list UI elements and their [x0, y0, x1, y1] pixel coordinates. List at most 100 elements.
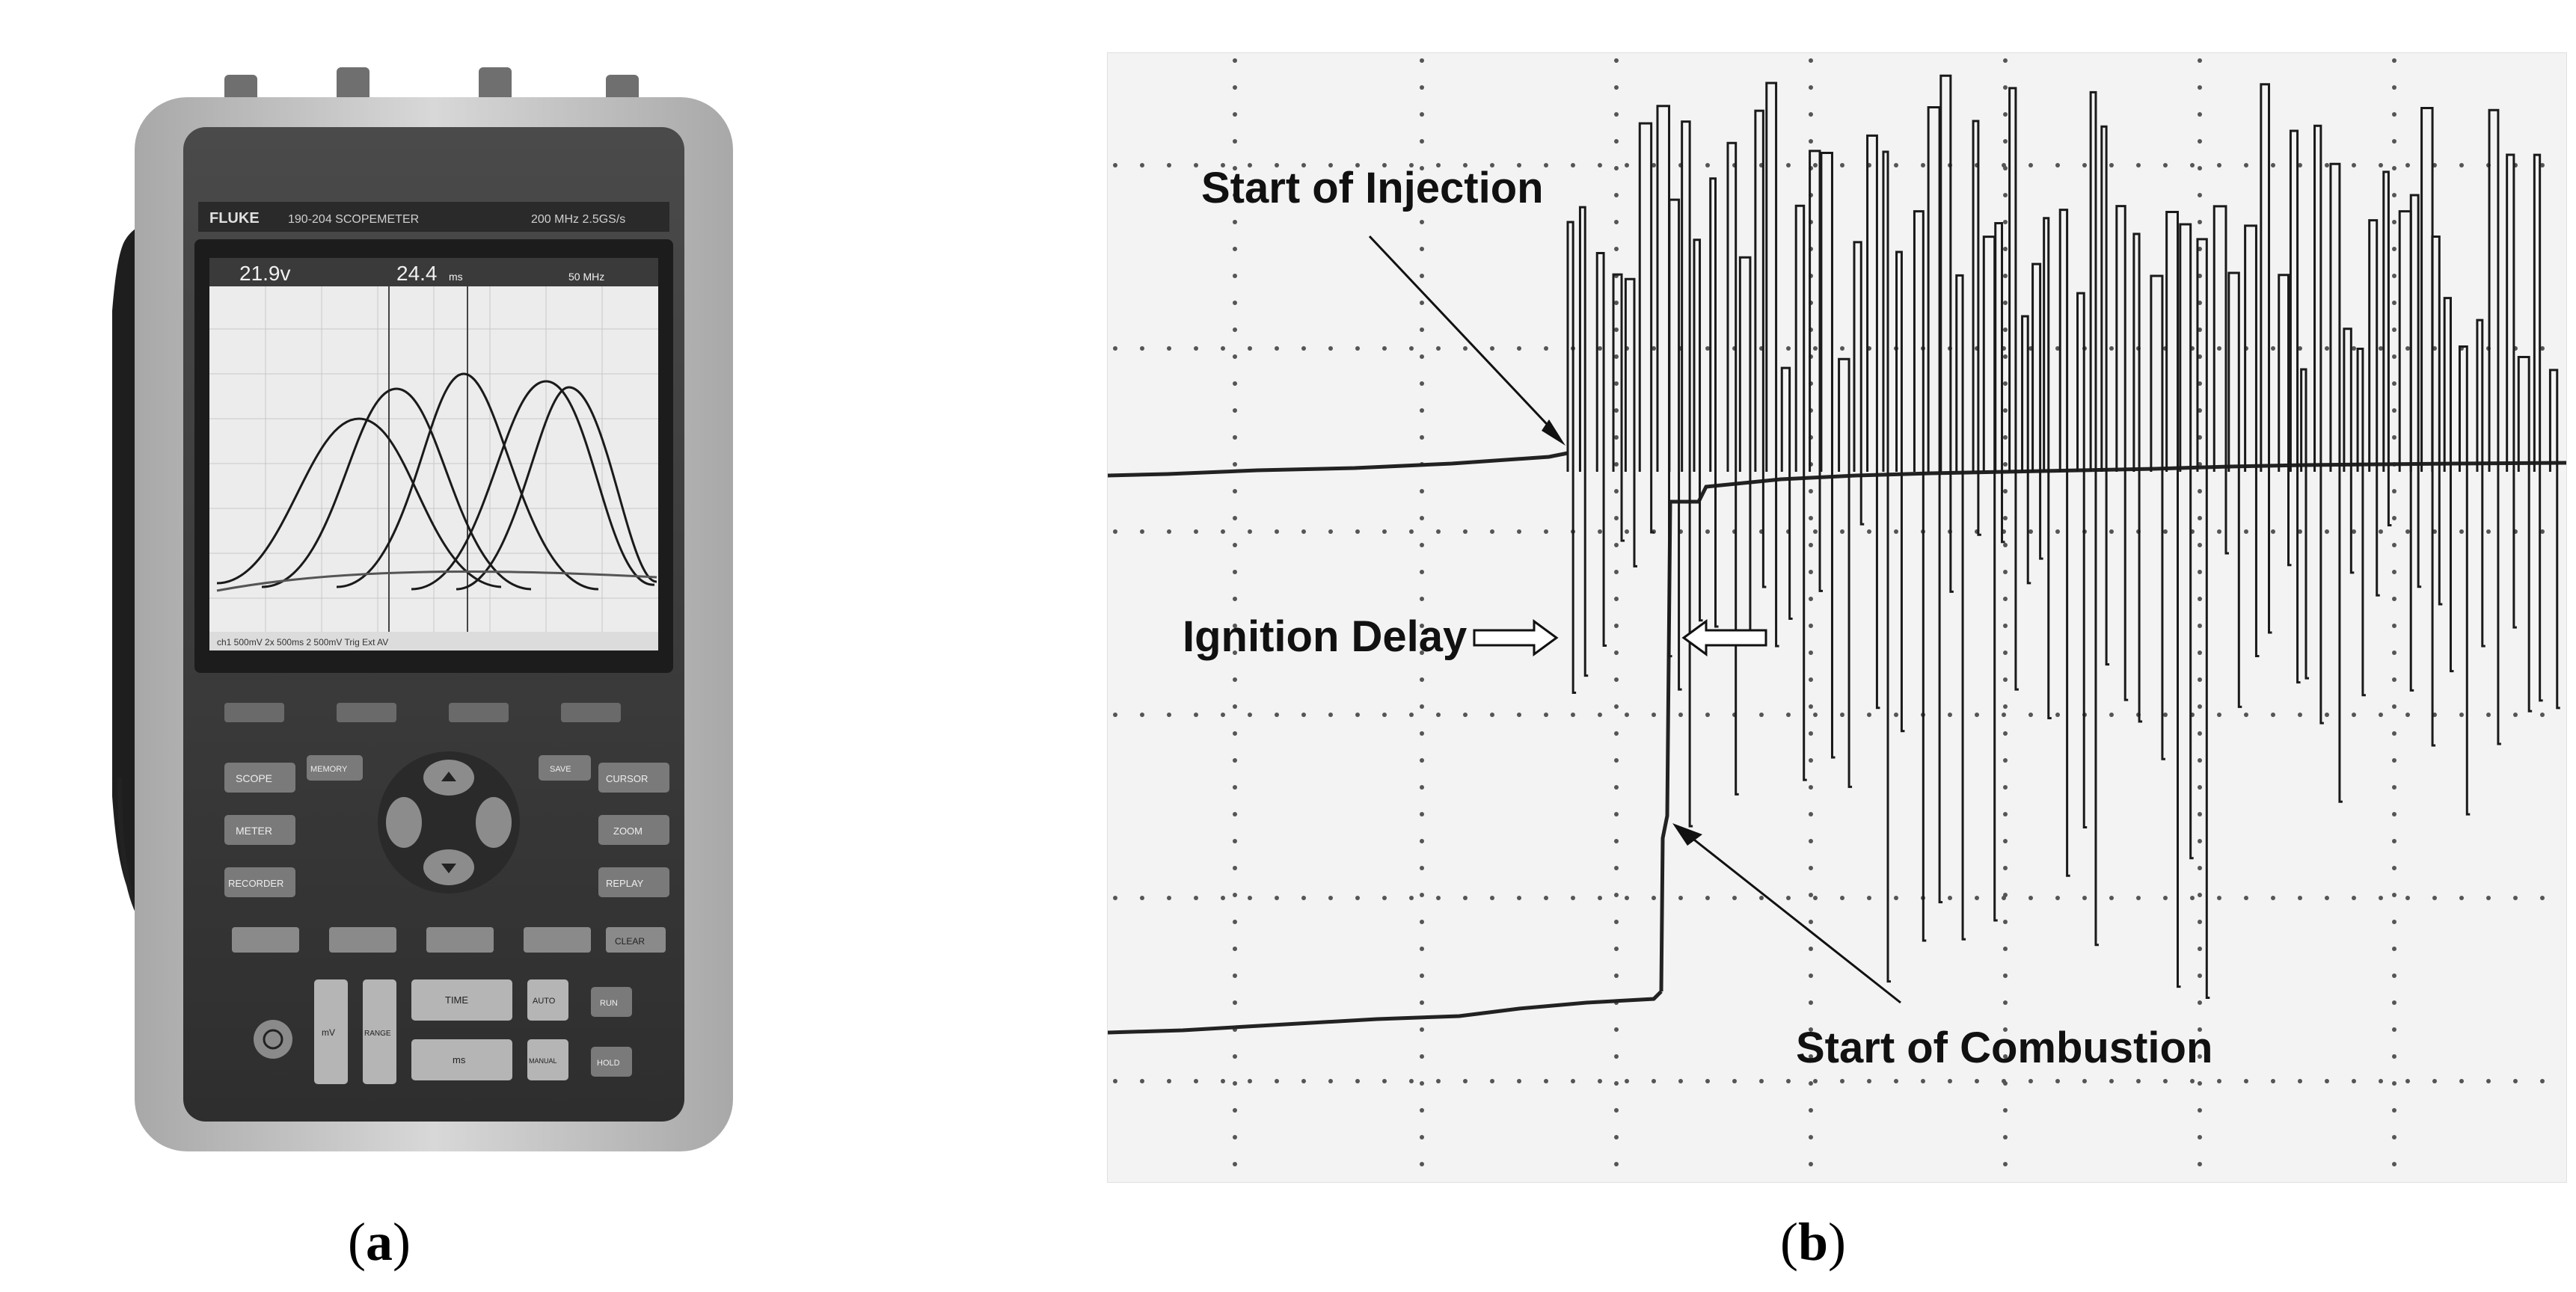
noise-spike: [2227, 271, 2242, 708]
hold-key[interactable]: [591, 1047, 632, 1077]
noise-spike: [1668, 198, 1682, 691]
arrow-start-of-injection: [1368, 235, 1558, 436]
noise-spike: [2278, 274, 2292, 567]
noise-spike: [1780, 366, 1793, 620]
run-key-label: RUN: [600, 999, 618, 1008]
f4-key[interactable]: [561, 703, 621, 722]
mv-key[interactable]: [314, 979, 348, 1084]
memory-key[interactable]: [307, 755, 363, 781]
arrow-left-button[interactable]: [386, 797, 422, 848]
auto-key[interactable]: [527, 979, 568, 1021]
label-start-of-injection: Start of Injection: [1201, 164, 1544, 212]
noise-spike: [1693, 239, 1703, 622]
noise-spike: [1809, 150, 1824, 592]
noise-spike: [2409, 194, 2422, 588]
time-key-label: TIME: [445, 994, 468, 1006]
noise-spike: [1578, 206, 1589, 677]
noise-spike: [2382, 170, 2392, 527]
recorder-key-label: RECORDER: [228, 878, 283, 889]
mv-key-label: mV: [322, 1027, 335, 1038]
noise-spike: [2212, 205, 2229, 555]
channel-keys: [232, 927, 666, 953]
combustion-rise: [1659, 461, 2566, 992]
replay-key[interactable]: [598, 867, 669, 897]
ms-key[interactable]: [411, 1039, 512, 1080]
oscilloscope-photo: FLUKE 190-204 SCOPEMETER 200 MHz 2.5GS/s…: [106, 45, 748, 1181]
combustion-trace: Start of Injection Ignition Delay Start …: [1108, 58, 2566, 1166]
caption-a-close: ): [392, 1212, 411, 1272]
noise-spike: [2356, 348, 2366, 697]
scope-key[interactable]: [224, 763, 295, 793]
screen-readout-voltage: 21.9v: [239, 262, 291, 285]
noise-spike: [2196, 238, 2210, 999]
noise-spike: [2431, 235, 2443, 606]
noise-spike: [2329, 162, 2343, 803]
memory-key-label: MEMORY: [310, 765, 348, 774]
noise-spike: [1738, 256, 1753, 645]
noise-spike: [2043, 217, 2052, 720]
noise-spike: [1913, 210, 1927, 942]
screen-grid: [209, 286, 658, 632]
ignition-delay-right-arrow-icon: [1681, 619, 1767, 656]
label-ignition-delay: Ignition Delay: [1183, 612, 1467, 661]
range-key[interactable]: [363, 979, 396, 1084]
noise-spike: [1681, 120, 1693, 828]
noise-spike: [2476, 319, 2485, 647]
manual-key-label: MANUAL: [529, 1057, 557, 1065]
injection-noise-spikes: [1566, 74, 2560, 999]
channel-b-key[interactable]: [329, 927, 396, 953]
run-key[interactable]: [591, 987, 632, 1017]
noise-spike: [2420, 106, 2436, 747]
manual-key[interactable]: [527, 1039, 568, 1080]
noise-spike: [1726, 141, 1739, 796]
noise-spike: [2150, 274, 2165, 760]
noise-spike: [2076, 292, 2088, 828]
oscilloscope-illustration: FLUKE 190-204 SCOPEMETER 200 MHz 2.5GS/s…: [106, 67, 733, 1151]
clear-key[interactable]: [606, 927, 666, 953]
channel-a-key[interactable]: [232, 927, 299, 953]
noise-spike: [1595, 252, 1607, 647]
range-key-label: RANGE: [364, 1030, 391, 1038]
noise-spike: [2313, 124, 2324, 725]
noise-spike: [1972, 120, 1981, 536]
caption-a: (a): [348, 1211, 411, 1273]
noise-spike: [1754, 109, 1767, 588]
noise-spike: [2058, 209, 2070, 877]
cursor-key[interactable]: [598, 763, 669, 793]
combustion-trace-panel: Start of Injection Ignition Delay Start …: [1107, 52, 2567, 1183]
power-button[interactable]: [254, 1020, 292, 1059]
noise-spike: [2533, 153, 2543, 702]
f2-key[interactable]: [337, 703, 396, 722]
noise-spike: [1820, 152, 1836, 759]
hold-key-label: HOLD: [597, 1059, 620, 1068]
noise-spike: [2548, 369, 2560, 710]
noise-spike: [2343, 327, 2355, 574]
device-brand: FLUKE: [209, 210, 260, 227]
recorder-key[interactable]: [224, 867, 295, 897]
noise-spike: [1794, 204, 1807, 781]
channel-d-key[interactable]: [524, 927, 591, 953]
noise-spike: [2115, 205, 2129, 701]
device-spec: 200 MHz 2.5GS/s: [531, 213, 625, 226]
zoom-key[interactable]: [598, 815, 669, 845]
screen-readout-time: 24.4: [396, 262, 438, 285]
f1-key[interactable]: [224, 703, 284, 722]
noise-spike: [1866, 134, 1880, 710]
noise-spike: [1624, 277, 1637, 567]
meter-key[interactable]: [224, 815, 295, 845]
function-keys: [224, 703, 621, 722]
noise-spike: [1656, 105, 1672, 658]
noise-spike: [2100, 125, 2110, 666]
noise-spike: [1838, 357, 1853, 788]
time-key[interactable]: [411, 979, 512, 1021]
auto-key-label: AUTO: [533, 997, 556, 1006]
noise-spike: [1765, 81, 1779, 647]
noise-spike: [2488, 108, 2501, 745]
channel-c-key[interactable]: [426, 927, 494, 953]
noise-spike: [2289, 129, 2301, 684]
noise-spike: [2517, 356, 2533, 713]
f3-key[interactable]: [449, 703, 509, 722]
arrow-right-button[interactable]: [476, 797, 512, 848]
noise-spike: [2244, 224, 2260, 657]
save-key[interactable]: [539, 755, 591, 781]
